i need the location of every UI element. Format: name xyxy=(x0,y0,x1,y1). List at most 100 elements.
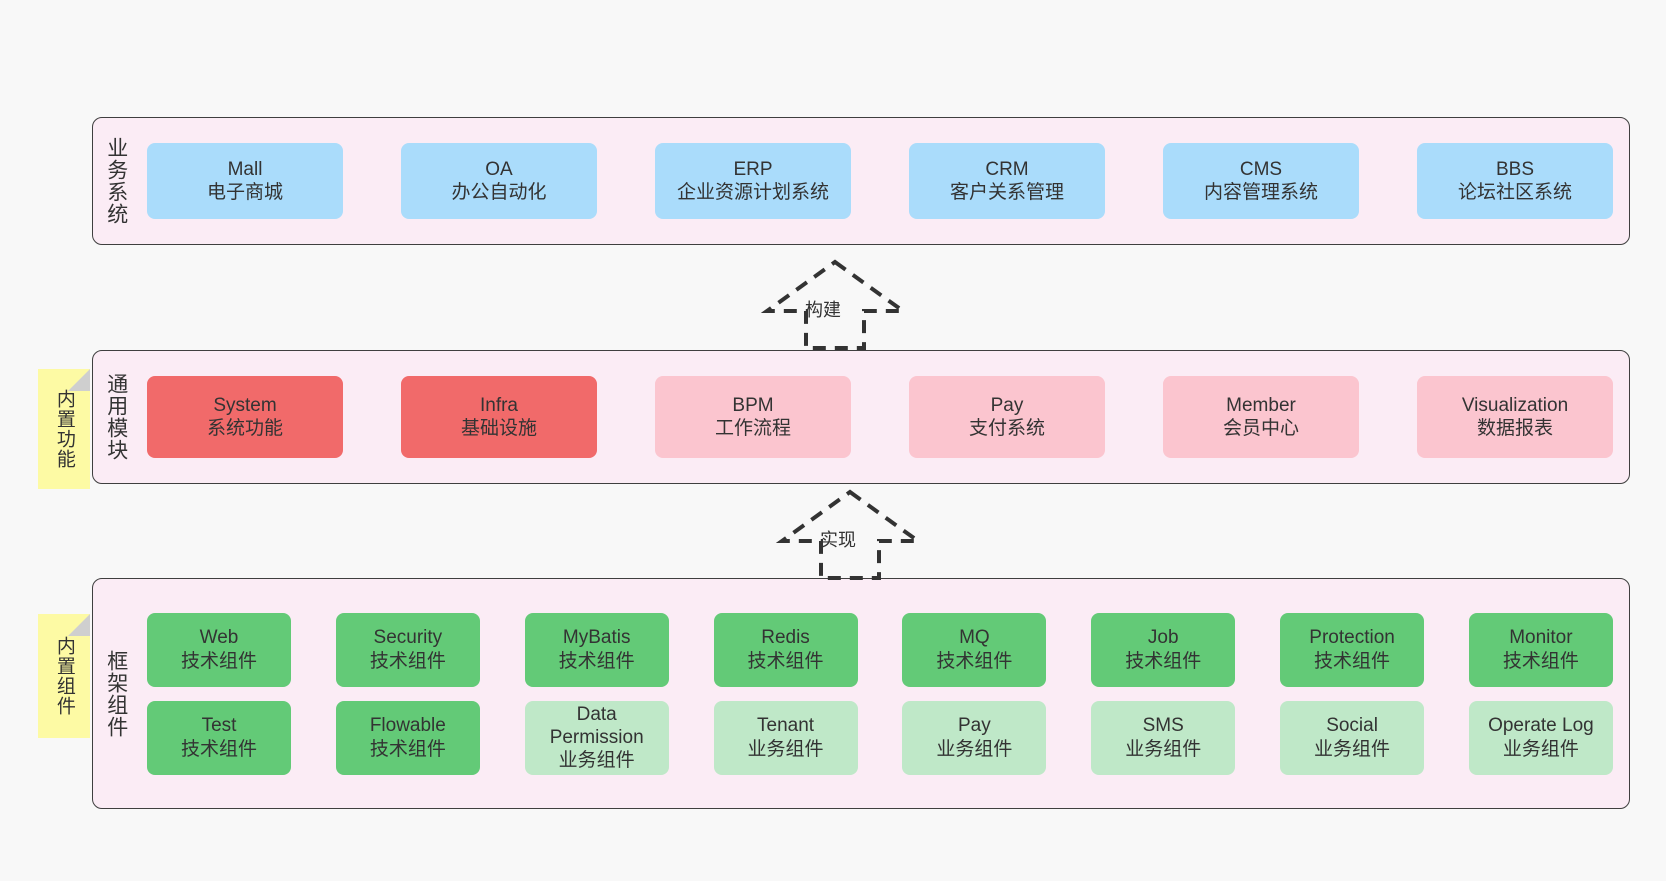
connector-build: 构建 xyxy=(760,258,910,350)
module-card-subtitle: 工作流程 xyxy=(714,418,791,439)
module-card-subtitle: 支付系统 xyxy=(968,418,1045,439)
module-card-title: Infra xyxy=(479,394,519,416)
module-card-subtitle: 论坛社区系统 xyxy=(1457,182,1572,203)
connector-build-arrow xyxy=(760,259,910,350)
module-card-subtitle: 电子商城 xyxy=(206,182,283,203)
module-card-title: Test xyxy=(201,715,237,737)
connector-build-label: 构建 xyxy=(805,300,841,320)
layer-caption-business-system: 业务系统 xyxy=(104,137,128,225)
module-card-title: Tenant xyxy=(757,715,815,737)
module-card-subtitle: 基础设施 xyxy=(460,418,537,439)
module-card-subtitle: 数据报表 xyxy=(1476,418,1553,439)
connector-implement-arrow xyxy=(775,489,925,580)
note-builtin-function: 内置功能 xyxy=(38,369,90,489)
module-card-subtitle: 技术组件 xyxy=(747,650,824,672)
note-builtin-function-label: 内置功能 xyxy=(53,389,75,469)
module-card-title: Security xyxy=(373,627,443,649)
module-card-subtitle: 业务组件 xyxy=(1125,738,1202,760)
module-card-title: CRM xyxy=(985,158,1029,180)
note-builtin-component-label: 内置组件 xyxy=(53,636,75,716)
module-card-title: Pay xyxy=(990,394,1024,416)
module-card-subtitle: 技术组件 xyxy=(180,738,257,760)
module-card-subtitle: 会员中心 xyxy=(1222,418,1299,439)
module-card-subtitle: 技术组件 xyxy=(1125,650,1202,672)
module-card-subtitle: 客户关系管理 xyxy=(949,182,1064,203)
module-card-title: Protection xyxy=(1309,627,1395,649)
module-card-title: System xyxy=(213,394,277,416)
module-card-title: Flowable xyxy=(369,715,446,737)
layer-caption-common-module: 通用模块 xyxy=(104,373,128,461)
module-card-title: Visualization xyxy=(1461,394,1569,416)
dashed-hollow-arrow-shape xyxy=(775,489,925,580)
module-card-subtitle: 业务组件 xyxy=(558,750,635,772)
dashed-hollow-arrow-shape xyxy=(760,259,910,350)
module-card-title: SMS xyxy=(1142,715,1184,737)
connector-implement-label: 实现 xyxy=(820,530,856,550)
module-card-title: BPM xyxy=(732,394,774,416)
module-card-subtitle: 技术组件 xyxy=(1314,650,1391,672)
module-card-subtitle: 技术组件 xyxy=(369,650,446,672)
module-card-subtitle: 内容管理系统 xyxy=(1203,182,1318,203)
module-card-title: Job xyxy=(1147,627,1179,649)
module-card-subtitle: 技术组件 xyxy=(558,650,635,672)
module-card-title: Pay xyxy=(958,715,991,737)
module-card-title: Redis xyxy=(761,627,810,649)
module-card-title: Monitor xyxy=(1509,627,1573,649)
module-card-title: ERP xyxy=(733,158,773,180)
module-card-title: MQ xyxy=(959,627,990,649)
module-card-subtitle: 技术组件 xyxy=(180,650,257,672)
module-card-title: Operate Log xyxy=(1488,715,1594,737)
module-card-subtitle: 业务组件 xyxy=(1502,738,1579,760)
module-card-title: Data Permission xyxy=(549,703,644,748)
module-card-subtitle: 业务组件 xyxy=(747,738,824,760)
module-card-title: Mall xyxy=(227,158,263,180)
module-card-subtitle: 技术组件 xyxy=(369,738,446,760)
module-card-title: BBS xyxy=(1495,158,1535,180)
module-card-subtitle: 技术组件 xyxy=(936,650,1013,672)
module-card-title: MyBatis xyxy=(562,627,631,649)
module-card-title: Social xyxy=(1326,715,1378,737)
module-card-subtitle: 业务组件 xyxy=(1314,738,1391,760)
module-card-title: OA xyxy=(485,158,513,180)
module-card-title: CMS xyxy=(1239,158,1283,180)
module-card-subtitle: 技术组件 xyxy=(1502,650,1579,672)
